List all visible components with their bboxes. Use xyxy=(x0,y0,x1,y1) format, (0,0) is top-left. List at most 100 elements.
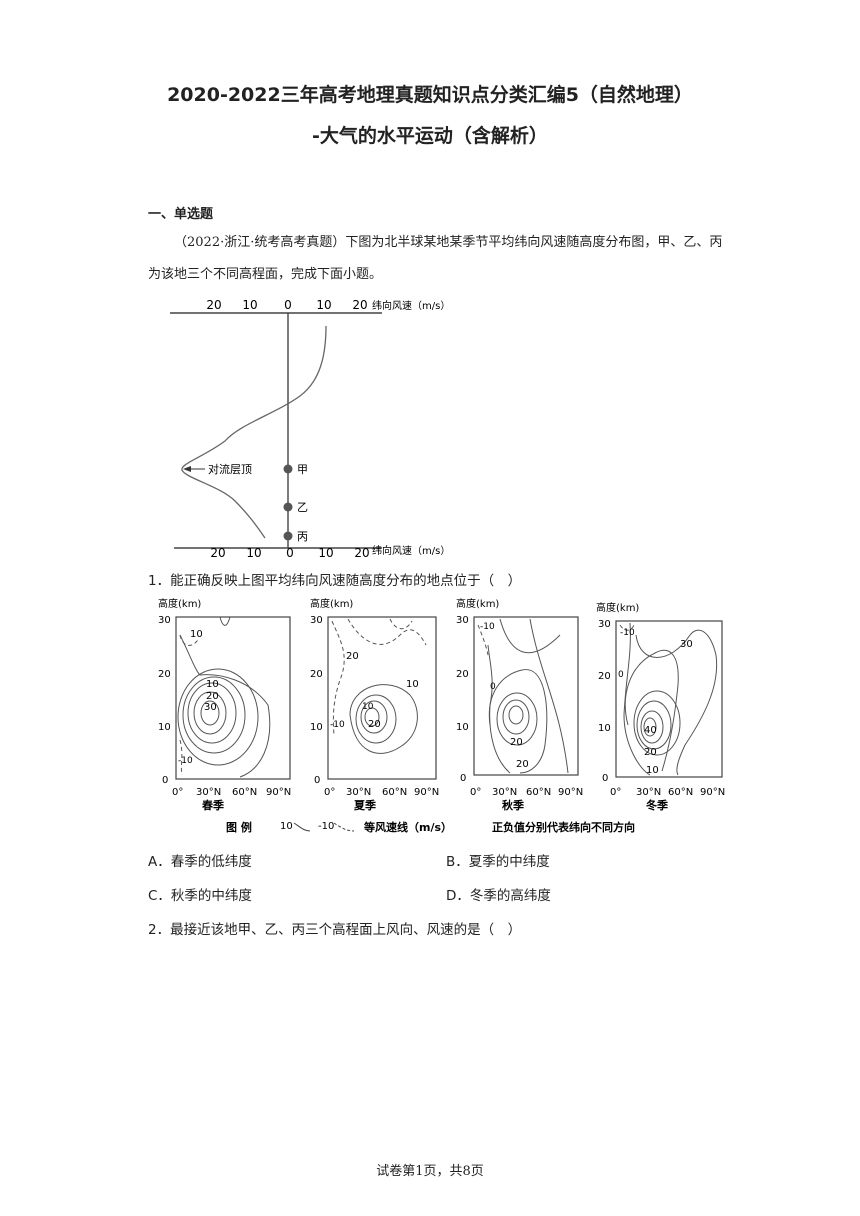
bottom-tick-5: 20 xyxy=(354,546,369,560)
point-jia-marker xyxy=(283,464,293,474)
winter-xtick-2: 30°N xyxy=(636,787,661,798)
winter-label-6: 10 xyxy=(646,765,659,776)
winter-xtick-3: 60°N xyxy=(668,787,693,798)
summer-ytick-30: 30 xyxy=(310,615,323,626)
panel-spring: 高度(km) 30 20 10 0 0° 30°N 60°N 90°N 春季 1… xyxy=(158,597,291,812)
point-bing-marker xyxy=(283,531,293,541)
question-2: 2．最接近该地甲、乙、丙三个高程面上风向、风速的是（ ） xyxy=(148,922,522,938)
legend-solid-value: 10 xyxy=(280,821,293,832)
top-tick-2: 10 xyxy=(242,298,257,312)
title-line-1: 2020-2022三年高考地理真题知识点分类汇编5（自然地理） xyxy=(167,84,693,106)
summer-season: 夏季 xyxy=(354,798,377,812)
winter-season: 冬季 xyxy=(646,798,669,812)
summer-label-5: 10 xyxy=(362,702,374,712)
winter-ytick-10: 10 xyxy=(598,723,611,734)
legend-dashed-value: -10 xyxy=(318,821,334,832)
spring-xtick-1: 0° xyxy=(172,787,183,798)
winter-xtick-1: 0° xyxy=(610,787,621,798)
legend-description: 等风速线（m/s） xyxy=(363,820,452,834)
spring-xtick-4: 90°N xyxy=(266,787,291,798)
autumn-xtick-1: 0° xyxy=(470,787,481,798)
autumn-label-2: 20 xyxy=(510,737,523,748)
contour-legend: 图 例 10 -10 等风速线（m/s） 正负值分别代表纬向不同方向 xyxy=(226,820,635,834)
point-yi-label: 乙 xyxy=(297,501,308,514)
panel-winter: 高度(km) 30 20 10 0 0° 30°N 60°N 90°N 冬季 -… xyxy=(596,601,725,812)
option-c[interactable]: C．秋季的中纬度 xyxy=(148,888,252,904)
spring-label-5: -10 xyxy=(178,756,193,766)
bottom-axis-label: 纬向风速（m/s） xyxy=(372,544,450,557)
spring-label-3: 20 xyxy=(206,691,219,702)
winter-ylabel: 高度(km) xyxy=(596,601,639,614)
autumn-xtick-2: 30°N xyxy=(492,787,517,798)
option-b[interactable]: B．夏季的中纬度 xyxy=(446,854,550,870)
autumn-season: 秋季 xyxy=(502,798,525,812)
winter-xtick-4: 90°N xyxy=(700,787,725,798)
autumn-ytick-10: 10 xyxy=(456,722,469,733)
page-footer: 试卷第1页，共8页 xyxy=(376,1164,484,1179)
summer-label-4: 20 xyxy=(368,719,381,730)
top-axis-label: 纬向风速（m/s） xyxy=(372,299,450,312)
point-yi-marker xyxy=(283,502,293,512)
winter-label-5: 20 xyxy=(644,747,657,758)
summer-label-1: 20 xyxy=(346,651,359,662)
summer-xtick-1: 0° xyxy=(324,787,335,798)
title-line-2: -大气的水平运动（含解析） xyxy=(312,125,548,147)
top-tick-3: 0 xyxy=(284,298,292,312)
winter-ytick-20: 20 xyxy=(598,671,611,682)
winter-label-1: -10 xyxy=(620,628,635,638)
autumn-xtick-3: 60°N xyxy=(526,787,551,798)
spring-xtick-3: 60°N xyxy=(232,787,257,798)
autumn-ylabel: 高度(km) xyxy=(456,597,499,610)
panel-summer: 高度(km) 30 20 10 0 0° 30°N 60°N 90°N 夏季 2… xyxy=(310,597,439,812)
summer-label-3: 10 xyxy=(406,679,419,690)
point-bing-label: 丙 xyxy=(297,530,308,543)
winter-ytick-0: 0 xyxy=(602,773,608,784)
option-a[interactable]: A．春季的低纬度 xyxy=(148,854,252,870)
legend-title: 图 例 xyxy=(226,820,252,834)
bottom-tick-3: 0 xyxy=(286,546,294,560)
winter-ytick-30: 30 xyxy=(598,619,611,630)
tropopause-label: 对流层顶 xyxy=(208,462,252,476)
autumn-label-1: -10 xyxy=(480,622,495,632)
intro-paragraph: （2022·浙江·统考高考真题）下图为北半球某地某季节平均纬向风速随高度分布图，… xyxy=(148,235,723,282)
autumn-xtick-4: 90°N xyxy=(558,787,583,798)
top-tick-5: 20 xyxy=(352,298,367,312)
bottom-tick-4: 10 xyxy=(318,546,333,560)
spring-ylabel: 高度(km) xyxy=(158,597,201,610)
winter-label-2: 30 xyxy=(680,639,693,650)
autumn-label-3: 0 xyxy=(490,682,496,692)
spring-ytick-10: 10 xyxy=(158,722,171,733)
autumn-ytick-0: 0 xyxy=(460,773,466,784)
spring-ytick-0: 0 xyxy=(162,775,168,786)
bottom-tick-2: 10 xyxy=(246,546,261,560)
spring-ytick-30: 30 xyxy=(158,615,171,626)
autumn-ytick-20: 20 xyxy=(456,669,469,680)
summer-ytick-0: 0 xyxy=(314,775,320,786)
spring-ytick-20: 20 xyxy=(158,669,171,680)
option-d[interactable]: D．冬季的高纬度 xyxy=(446,888,551,904)
wind-speed-curve xyxy=(181,325,327,539)
autumn-label-4: 20 xyxy=(516,759,529,770)
summer-xtick-2: 30°N xyxy=(346,787,371,798)
panel-autumn: 高度(km) 30 20 10 0 0° 30°N 60°N 90°N 秋季 -… xyxy=(456,597,583,812)
bottom-tick-1: 20 xyxy=(210,546,225,560)
top-tick-1: 20 xyxy=(206,298,221,312)
winter-label-3: 0 xyxy=(618,670,624,680)
summer-ytick-10: 10 xyxy=(310,722,323,733)
seasonal-contour-figure: 高度(km) 30 20 10 0 0° 30°N 60°N 90°N 春季 1… xyxy=(158,597,725,834)
winter-label-4: 40 xyxy=(644,725,657,736)
spring-label-1: 10 xyxy=(190,629,203,640)
summer-xtick-3: 60°N xyxy=(382,787,407,798)
summer-xtick-4: 90°N xyxy=(414,787,439,798)
point-jia-label: 甲 xyxy=(297,463,308,476)
summer-ytick-20: 20 xyxy=(310,669,323,680)
autumn-ytick-30: 30 xyxy=(456,615,469,626)
spring-label-4: 30 xyxy=(204,702,217,713)
spring-season: 春季 xyxy=(202,798,225,812)
summer-ylabel: 高度(km) xyxy=(310,597,353,610)
spring-xtick-2: 30°N xyxy=(196,787,221,798)
summer-label-2: -10 xyxy=(330,720,345,730)
legend-note: 正负值分别代表纬向不同方向 xyxy=(492,820,635,834)
question-1: 1．能正确反映上图平均纬向风速随高度分布的地点位于（ ） xyxy=(148,573,522,589)
section-heading: 一、单选题 xyxy=(148,207,214,222)
